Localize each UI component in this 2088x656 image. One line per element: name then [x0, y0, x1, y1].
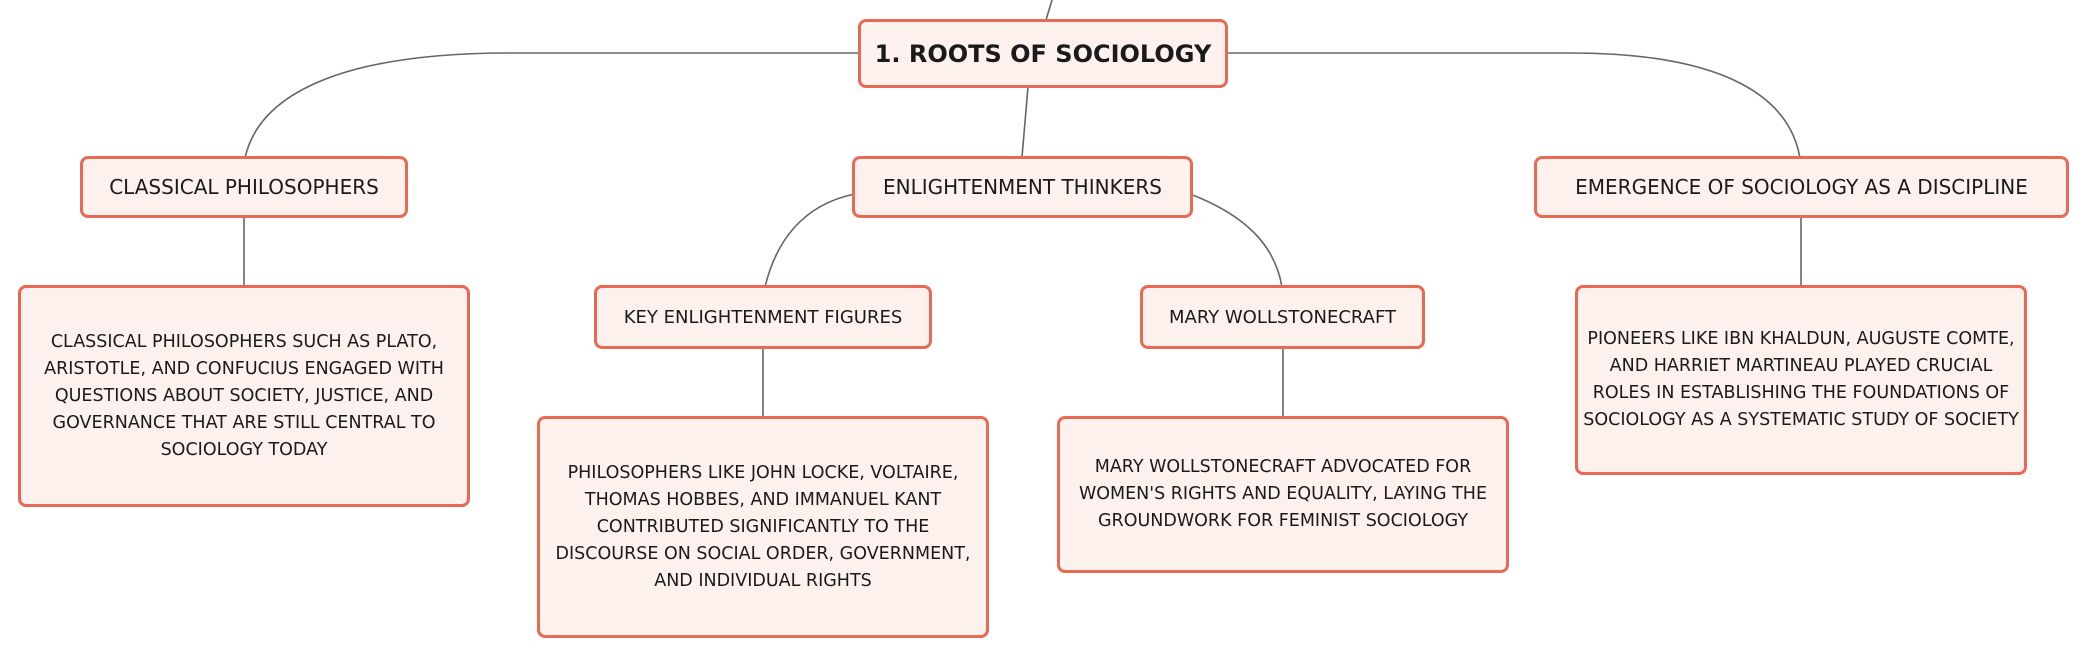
- root-node-label: 1. ROOTS OF SOCIOLOGY: [874, 39, 1212, 68]
- key-enlightenment-figures-description-text: PHILOSOPHERS LIKE JOHN LOCKE, VOLTAIRE, …: [555, 462, 971, 591]
- classical-philosophers-node[interactable]: CLASSICAL PHILOSOPHERS: [80, 156, 408, 218]
- key-enlightenment-figures-label: KEY ENLIGHTENMENT FIGURES: [623, 306, 903, 328]
- enlightenment-thinkers-label: ENLIGHTENMENT THINKERS: [883, 175, 1162, 199]
- connector-root-to-classical: [244, 52, 860, 159]
- key-enlightenment-figures-node[interactable]: KEY ENLIGHTENMENT FIGURES: [594, 285, 932, 349]
- mary-wollstonecraft-node[interactable]: MARY WOLLSTONECRAFT: [1140, 285, 1425, 349]
- connector-enlightenment-to-wollstonecraft: [1189, 193, 1283, 288]
- connector-parent-to-root: [1045, 0, 1053, 21]
- connector-root-to-enlightenment: [1021, 86, 1029, 158]
- classical-philosophers-description[interactable]: CLASSICAL PHILOSOPHERS SUCH AS PLATO, AR…: [18, 285, 470, 507]
- classical-philosophers-description-text: CLASSICAL PHILOSOPHERS SUCH AS PLATO, AR…: [44, 331, 444, 460]
- mary-wollstonecraft-description-text: MARY WOLLSTONECRAFT ADVOCATED FOR WOMEN'…: [1078, 457, 1488, 531]
- key-enlightenment-figures-description[interactable]: PHILOSOPHERS LIKE JOHN LOCKE, VOLTAIRE, …: [537, 416, 989, 638]
- connector-enlightenment-to-key-figures: [764, 193, 856, 288]
- emergence-of-sociology-description[interactable]: PIONEERS LIKE IBN KHALDUN, AUGUSTE COMTE…: [1575, 285, 2027, 475]
- mary-wollstonecraft-label: MARY WOLLSTONECRAFT: [1168, 306, 1397, 328]
- root-node[interactable]: 1. ROOTS OF SOCIOLOGY: [858, 19, 1228, 88]
- emergence-of-sociology-description-text: PIONEERS LIKE IBN KHALDUN, AUGUSTE COMTE…: [1583, 329, 2019, 430]
- connector-root-to-emergence: [1226, 52, 1801, 159]
- mary-wollstonecraft-description[interactable]: MARY WOLLSTONECRAFT ADVOCATED FOR WOMEN'…: [1057, 416, 1509, 573]
- emergence-of-sociology-node[interactable]: EMERGENCE OF SOCIOLOGY AS A DISCIPLINE: [1534, 156, 2069, 218]
- classical-philosophers-label: CLASSICAL PHILOSOPHERS: [109, 175, 379, 199]
- emergence-of-sociology-label: EMERGENCE OF SOCIOLOGY AS A DISCIPLINE: [1575, 175, 2028, 199]
- enlightenment-thinkers-node[interactable]: ENLIGHTENMENT THINKERS: [852, 156, 1193, 218]
